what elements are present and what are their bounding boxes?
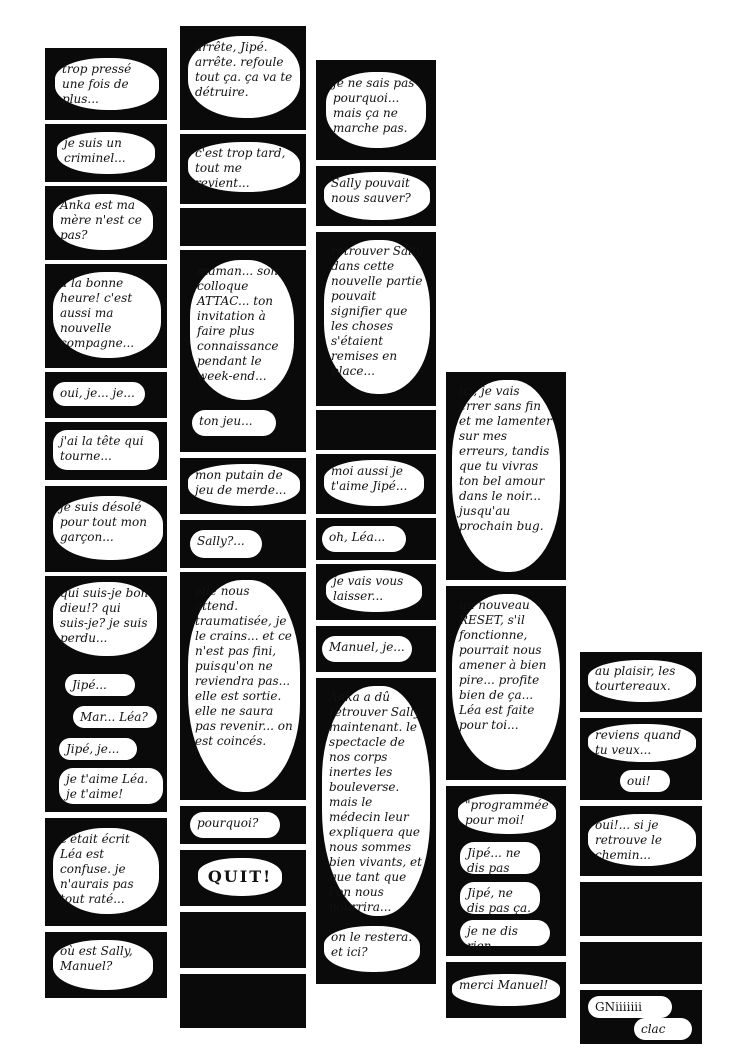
speech-bubble: mon putain de jeu de merde... [188,464,300,506]
panel: mon putain de jeu de merde... [180,458,306,514]
speech-bubble: pourquoi? [190,812,280,838]
panel: à la bonne heure! c'est aussi ma nouvell… [45,264,167,368]
speech-bubble: je ne sais pas pourquoi... mais ça ne ma… [326,72,426,148]
panel: c'était écrit Léa est confuse. je n'aura… [45,818,167,926]
panel: je ne sais pas pourquoi... mais ça ne ma… [316,60,436,160]
speech-bubble: je vais vous laisser... [326,570,422,612]
speech-bubble: elle nous attend. traumatisée, je le cra… [188,580,300,792]
panel: elle nous attend. traumatisée, je le cra… [180,572,306,800]
panel: pourquoi? [180,806,306,844]
panel: oui, je... je... [45,372,167,418]
speech-bubble: c'était écrit Léa est confuse. je n'aura… [53,828,159,914]
speech-bubble: GNiiiiiii [588,996,672,1018]
panel: je suis un criminel... [45,124,167,182]
speech-bubble: ici, je vais errer sans fin et me lament… [452,380,560,572]
speech-bubble: je ne dis rien [460,920,550,953]
speech-bubble: Sally pouvait nous sauver? [324,172,430,220]
panel: maman... son colloque ATTAC... ton invit… [180,250,306,452]
speech-bubble: au plaisir, les tourtereaux. [588,660,696,702]
panel: Sally pouvait nous sauver? [316,166,436,226]
panel: Manuel, je... [316,626,436,672]
speech-bubble: un nouveau RESET, s'il fonctionne, pourr… [452,594,560,770]
speech-bubble: trop pressé une fois de plus... [55,58,159,110]
panel: c'est trop tard, tout me revient... [180,134,306,204]
speech-bubble: arrête, Jipé. arrête. refoule tout ça. ç… [188,36,300,118]
panel [180,912,306,968]
speech-bubble: j'ai la tête qui tourne... [53,430,159,470]
panel: merci Manuel! [446,962,566,1018]
panel: je vais vous laisser... [316,564,436,620]
speech-bubble: moi aussi je t'aime Jipé... [324,460,424,506]
panel: retrouver Sally dans cette nouvelle part… [316,232,436,406]
panel: arrête, Jipé. arrête. refoule tout ça. ç… [180,26,306,130]
panel: un nouveau RESET, s'il fonctionne, pourr… [446,586,566,780]
speech-bubble: Anka a dû retrouver Sally maintenant. le… [322,686,430,916]
panel: j'ai la tête qui tourne... [45,422,167,480]
speech-bubble: Manuel, je... [322,636,412,662]
panel: oui!... si je retrouve le chemin... [580,806,702,876]
panel: moi aussi je t'aime Jipé... [316,454,436,514]
speech-bubble: je suis un criminel... [57,132,155,174]
panel [180,974,306,1028]
panel [180,208,306,246]
speech-bubble: QUIT! [198,858,282,896]
speech-bubble: retrouver Sally dans cette nouvelle part… [324,240,430,394]
speech-bubble: oui! [620,770,670,792]
panel: trop pressé une fois de plus... [45,48,167,120]
speech-bubble: maman... son colloque ATTAC... ton invit… [190,260,294,400]
panel: reviens quand tu veux... oui! [580,718,702,800]
panel: je suis désolé pour tout mon garçon... [45,486,167,572]
speech-bubble: oui, je... je... [53,382,145,406]
panel: au plaisir, les tourtereaux. [580,652,702,712]
speech-bubble: où est Sally, Manuel? [53,940,153,990]
speech-bubble: Jipé... ne dis pas ça... [460,842,540,890]
speech-bubble: oui!... si je retrouve le chemin... [588,814,696,866]
panel: ici, je vais errer sans fin et me lament… [446,372,566,580]
panel [580,942,702,984]
speech-bubble: clac [634,1018,692,1040]
panel: Anka a dû retrouver Sally maintenant. le… [316,678,436,984]
speech-bubble: on le restera. et ici? [324,926,420,972]
panel: Sally?... [180,520,306,568]
speech-bubble: Jipé, ne dis pas ça. [460,882,540,915]
speech-bubble: c'est trop tard, tout me revient... [188,142,300,192]
speech-bubble: à la bonne heure! c'est aussi ma nouvell… [53,272,161,358]
panel: GNiiiiiii clac [580,990,702,1044]
speech-bubble: Jipé, je... [59,738,137,760]
speech-bubble: Anka est ma mère n'est ce pas? [53,194,153,250]
speech-bubble: Mar... Léa? [73,706,157,728]
speech-bubble: oh, Léa... [322,526,406,552]
speech-bubble: reviens quand tu veux... [588,724,696,762]
speech-bubble: je suis désolé pour tout mon garçon... [53,496,163,560]
speech-bubble: Sally?... [190,530,262,558]
panel: QUIT! [180,850,306,906]
panel: oh, Léa... [316,518,436,560]
speech-bubble: "programmée" pour moi! [458,794,556,834]
speech-bubble: qui suis-je bon dieu!? qui suis-je? je s… [53,582,157,656]
speech-bubble: ton jeu... [192,410,276,436]
panel: où est Sally, Manuel? [45,932,167,998]
panel: "programmée" pour moi! Jipé... ne dis pa… [446,786,566,956]
speech-bubble: je t'aime Léa. je t'aime! [59,768,163,804]
speech-bubble: Jipé... [65,674,135,696]
panel [580,882,702,936]
panel [316,410,436,450]
panel: qui suis-je bon dieu!? qui suis-je? je s… [45,576,167,812]
speech-bubble: merci Manuel! [452,974,560,1006]
panel: Anka est ma mère n'est ce pas? [45,186,167,260]
